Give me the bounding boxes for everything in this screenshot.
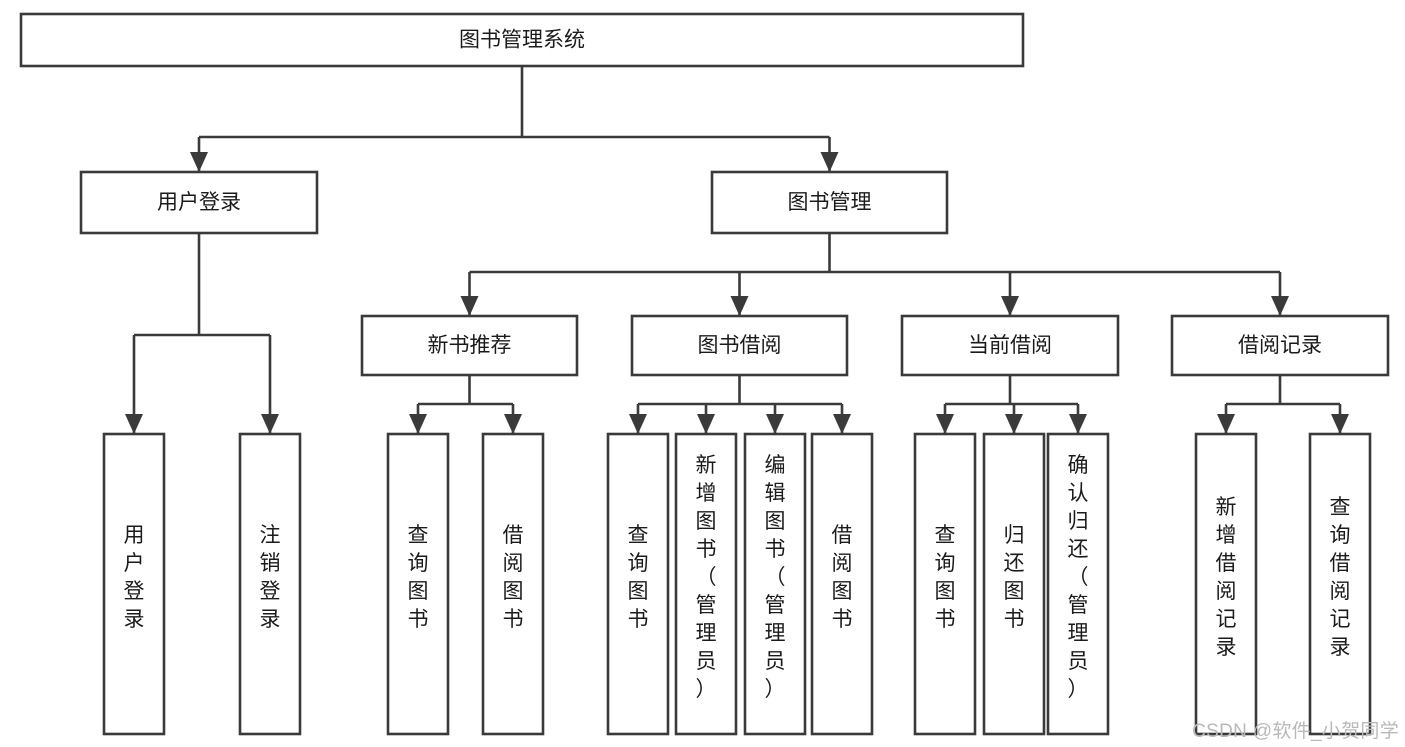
node-leaf-query-borrow-record[interactable]: 查询借阅记录 <box>1308 432 1372 736</box>
arrow-head-current-borrow <box>1001 296 1019 316</box>
arrow-head-user-login <box>190 152 208 172</box>
node-new-book-recommend[interactable]: 新书推荐 <box>360 314 579 377</box>
arrow-head-leaf-borrow-book <box>833 414 851 434</box>
node-label-leaf-logout-login: 注销登录 <box>260 524 281 631</box>
arrow-head-leaf-add-book-admin <box>697 414 715 434</box>
arrow-head-leaf-query-book-recommend <box>409 414 427 434</box>
node-book-borrow[interactable]: 图书借阅 <box>630 314 849 377</box>
node-leaf-borrow-book[interactable]: 借阅图书 <box>810 432 874 736</box>
node-label-leaf-query-borrow-record: 查询借阅记录 <box>1330 496 1351 659</box>
arrow-head-leaf-query-book-current <box>936 414 954 434</box>
node-box-leaf-query-borrow-record <box>1308 432 1372 736</box>
node-box-leaf-query-book-borrow <box>606 432 670 736</box>
node-label-leaf-query-book-current: 查询图书 <box>935 524 956 631</box>
node-leaf-borrow-book-recommend[interactable]: 借阅图书 <box>481 432 545 736</box>
node-box-leaf-edit-book-admin <box>743 432 807 736</box>
csdn-watermark: CSDN @软件_小贺同学 <box>1192 721 1399 742</box>
node-box-leaf-add-book-admin <box>674 432 738 736</box>
node-leaf-query-book-recommend[interactable]: 查询图书 <box>386 432 450 736</box>
node-box-leaf-add-borrow-record <box>1194 432 1258 736</box>
node-leaf-user-login[interactable]: 用户登录 <box>102 432 166 736</box>
node-layer: 图书管理系统用户登录图书管理新书推荐图书借阅当前借阅借阅记录用户登录注销登录查询… <box>19 12 1390 736</box>
node-box-book-borrow <box>630 314 849 377</box>
node-box-new-book-recommend <box>360 314 579 377</box>
node-label-leaf-borrow-book-recommend: 借阅图书 <box>503 524 524 631</box>
node-box-user-login <box>79 170 319 235</box>
node-box-leaf-confirm-return-admin <box>1046 432 1110 736</box>
node-label-new-book-recommend: 新书推荐 <box>428 334 512 357</box>
connector-layer <box>125 66 1349 434</box>
node-leaf-query-book-current[interactable]: 查询图书 <box>913 432 977 736</box>
node-leaf-add-book-admin[interactable]: 新增图书（管理员） <box>674 432 738 736</box>
node-box-leaf-query-book-current <box>913 432 977 736</box>
node-label-leaf-confirm-return-admin: 确认归还（管理员） <box>1068 454 1089 701</box>
node-box-leaf-borrow-book-recommend <box>481 432 545 736</box>
arrow-head-leaf-query-borrow-record <box>1331 414 1349 434</box>
node-leaf-query-book-borrow[interactable]: 查询图书 <box>606 432 670 736</box>
node-label-root: 图书管理系统 <box>459 29 585 52</box>
node-label-user-login: 用户登录 <box>157 191 241 214</box>
node-label-leaf-return-book: 归还图书 <box>1004 524 1025 631</box>
arrow-head-leaf-borrow-book-recommend <box>504 414 522 434</box>
arrow-head-new-book-recommend <box>460 296 479 316</box>
arrow-head-book-borrow <box>730 296 749 316</box>
node-label-leaf-add-book-admin: 新增图书（管理员） <box>696 454 717 701</box>
node-label-leaf-query-book-borrow: 查询图书 <box>628 524 649 631</box>
node-box-leaf-return-book <box>982 432 1046 736</box>
node-box-borrow-record <box>1170 314 1390 377</box>
node-box-book-management <box>710 170 949 235</box>
arrow-head-leaf-return-book <box>1005 414 1023 434</box>
node-box-current-borrow <box>900 314 1120 377</box>
node-label-leaf-user-login: 用户登录 <box>124 524 145 631</box>
arrow-head-book-management <box>820 152 839 172</box>
node-box-leaf-logout-login <box>238 432 302 736</box>
arrow-head-leaf-query-book-borrow <box>629 414 647 434</box>
node-box-leaf-query-book-recommend <box>386 432 450 736</box>
node-leaf-confirm-return-admin[interactable]: 确认归还（管理员） <box>1046 432 1110 736</box>
node-borrow-record[interactable]: 借阅记录 <box>1170 314 1390 377</box>
node-user-login[interactable]: 用户登录 <box>79 170 319 235</box>
node-label-book-borrow: 图书借阅 <box>698 334 782 357</box>
node-box-root <box>19 12 1025 68</box>
node-leaf-edit-book-admin[interactable]: 编辑图书（管理员） <box>743 432 807 736</box>
node-label-leaf-borrow-book: 借阅图书 <box>832 524 853 631</box>
node-leaf-return-book[interactable]: 归还图书 <box>982 432 1046 736</box>
node-label-leaf-add-borrow-record: 新增借阅记录 <box>1216 496 1237 659</box>
node-current-borrow[interactable]: 当前借阅 <box>900 314 1120 377</box>
node-label-leaf-query-book-recommend: 查询图书 <box>408 524 429 631</box>
node-box-leaf-borrow-book <box>810 432 874 736</box>
arrow-head-borrow-record <box>1271 296 1289 316</box>
arrow-head-leaf-edit-book-admin <box>766 414 784 434</box>
node-book-management[interactable]: 图书管理 <box>710 170 949 235</box>
node-leaf-logout-login[interactable]: 注销登录 <box>238 432 302 736</box>
arrow-head-leaf-logout-login <box>261 414 279 434</box>
arrow-head-leaf-confirm-return-admin <box>1069 414 1087 434</box>
arrow-head-leaf-add-borrow-record <box>1217 414 1235 434</box>
node-box-leaf-user-login <box>102 432 166 736</box>
arrow-head-leaf-user-login <box>125 414 143 434</box>
node-label-book-management: 图书管理 <box>788 191 872 214</box>
node-label-current-borrow: 当前借阅 <box>968 334 1052 357</box>
node-leaf-add-borrow-record[interactable]: 新增借阅记录 <box>1194 432 1258 736</box>
node-root[interactable]: 图书管理系统 <box>19 12 1025 68</box>
node-label-borrow-record: 借阅记录 <box>1238 334 1322 357</box>
node-label-leaf-edit-book-admin: 编辑图书（管理员） <box>765 454 786 701</box>
